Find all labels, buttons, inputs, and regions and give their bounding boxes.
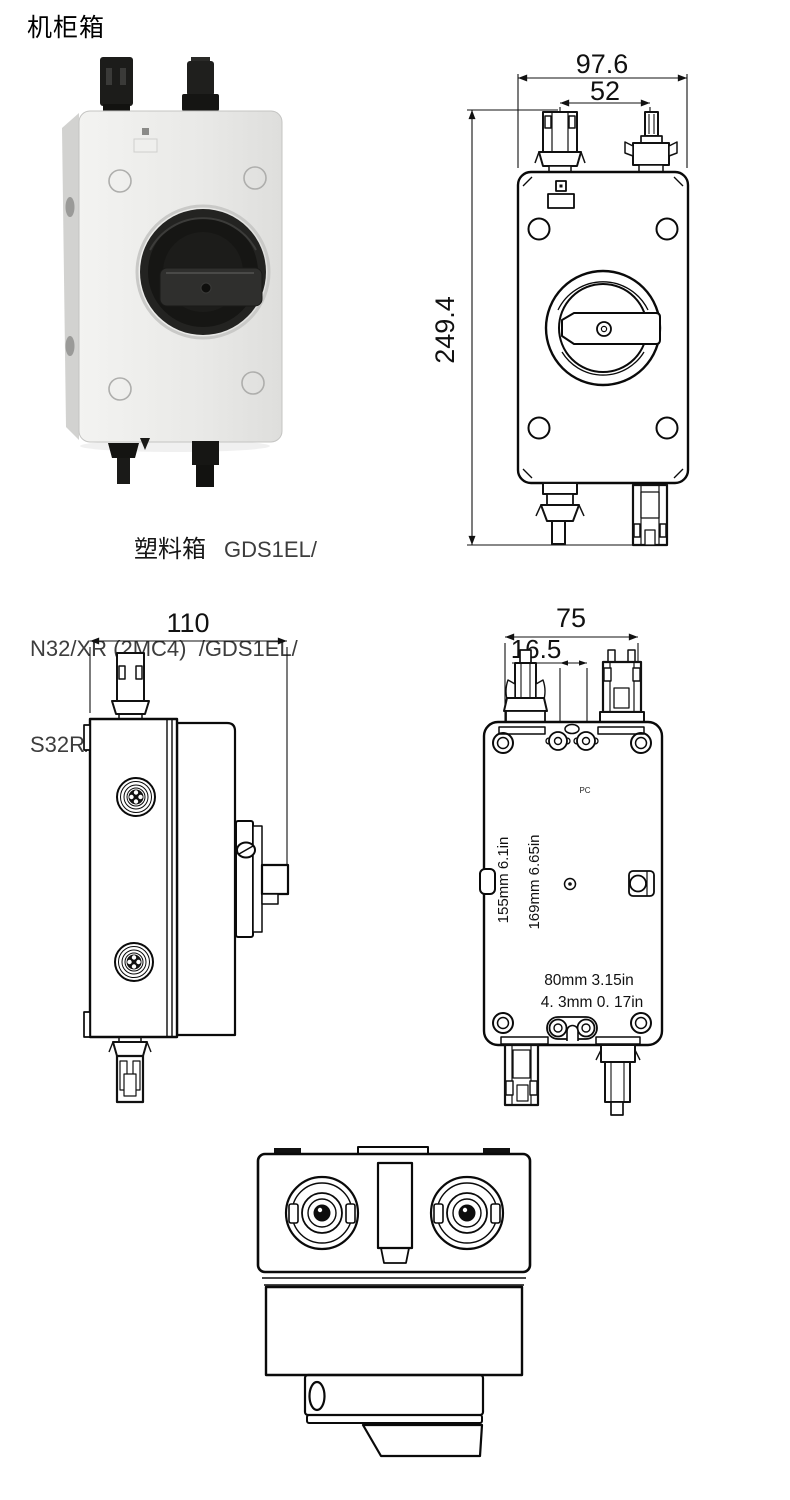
- top-edge-tab: [274, 1148, 301, 1156]
- front-label: [547, 193, 575, 209]
- back-keyhole-slot: [548, 731, 568, 751]
- dim-back-slot-b: 169mm 6.65in: [526, 834, 543, 929]
- caption-model-1: GDS1EL/: [224, 537, 317, 562]
- dim-front-height: 249.4: [430, 296, 460, 364]
- side-edge-tab: [83, 724, 91, 751]
- back-bottom-connectors: [503, 1043, 641, 1116]
- caption-box-type: 塑料箱: [134, 536, 206, 563]
- front-rotary-knob: [544, 269, 662, 387]
- top-view-drawing: [256, 1146, 532, 1458]
- back-enclosure-outline: [479, 720, 664, 1047]
- photo-label-mark: [142, 128, 149, 135]
- back-corner-hole: [630, 1012, 652, 1034]
- back-top-connectors: [503, 649, 645, 723]
- dim-back-hole-d: 4. 3mm 0. 17in: [541, 994, 644, 1011]
- back-corner-hole: [630, 732, 652, 754]
- side-bottom-connector: [108, 1037, 152, 1104]
- side-cable-glands: [114, 777, 156, 982]
- photo-side-gland: [65, 336, 75, 356]
- photo-corner-circle: [241, 371, 265, 395]
- product-photo: [62, 57, 283, 487]
- front-corner-hole: [655, 217, 679, 241]
- photo-top-mc4-connectors: [100, 57, 219, 117]
- side-dimension-lines: [89, 637, 288, 864]
- front-corner-hole: [527, 217, 551, 241]
- back-corner-hole: [492, 732, 514, 754]
- back-center-hole: [563, 877, 577, 891]
- dim-front-pole-spacing: 52: [590, 76, 620, 106]
- top-flange-hole: [308, 1380, 326, 1412]
- caption-line-1: 塑料箱 GDS1EL/: [30, 534, 430, 569]
- top-handle: [361, 1423, 484, 1458]
- top-edge-tab: [483, 1148, 510, 1156]
- front-top-connectors: [534, 111, 678, 173]
- dim-back-width: 75: [556, 603, 586, 633]
- front-view-drawing: 97.6 52 249.4: [430, 49, 690, 547]
- dim-back-slot-offset: 16.5: [511, 634, 562, 664]
- photo-side-gland: [65, 197, 75, 217]
- photo-bottom-mc4-connectors: [108, 438, 219, 487]
- side-switch-bracket: [235, 820, 254, 938]
- back-keyhole-slot: [576, 731, 596, 751]
- material-mark: PC: [579, 786, 590, 795]
- back-edge-tab: [479, 868, 496, 895]
- front-corner-hole: [527, 416, 551, 440]
- side-top-connector: [111, 652, 150, 719]
- side-edge-tab: [83, 1011, 91, 1038]
- top-mc4-port-right: [429, 1175, 505, 1251]
- front-corner-hole: [655, 416, 679, 440]
- front-bottom-connectors: [535, 482, 669, 547]
- top-mount-flange: [303, 1373, 485, 1417]
- side-knob-shaft: [260, 863, 290, 896]
- back-view-drawing: 75 16.5: [479, 603, 664, 1116]
- side-enclosure-outline: [83, 717, 290, 1039]
- photo-label: [133, 138, 158, 153]
- back-latch: [628, 870, 655, 897]
- back-corner-hole: [492, 1012, 514, 1034]
- photo-knob-screw: [200, 282, 212, 294]
- top-mc4-port-left: [284, 1175, 360, 1251]
- photo-corner-circle: [108, 169, 132, 193]
- dim-back-hole-h: 80mm 3.15in: [544, 972, 634, 989]
- dim-front-width: 97.6: [576, 49, 629, 79]
- dim-side-depth: 110: [166, 608, 209, 638]
- photo-rotary-knob: [135, 204, 271, 340]
- page-title: 机柜箱: [27, 14, 106, 42]
- side-view-drawing: 110: [83, 608, 290, 1104]
- dim-back-slot-a: 155mm 6.1in: [495, 837, 512, 924]
- side-lid: [175, 721, 237, 1037]
- photo-corner-circle: [243, 166, 267, 190]
- photo-corner-circle: [108, 377, 132, 401]
